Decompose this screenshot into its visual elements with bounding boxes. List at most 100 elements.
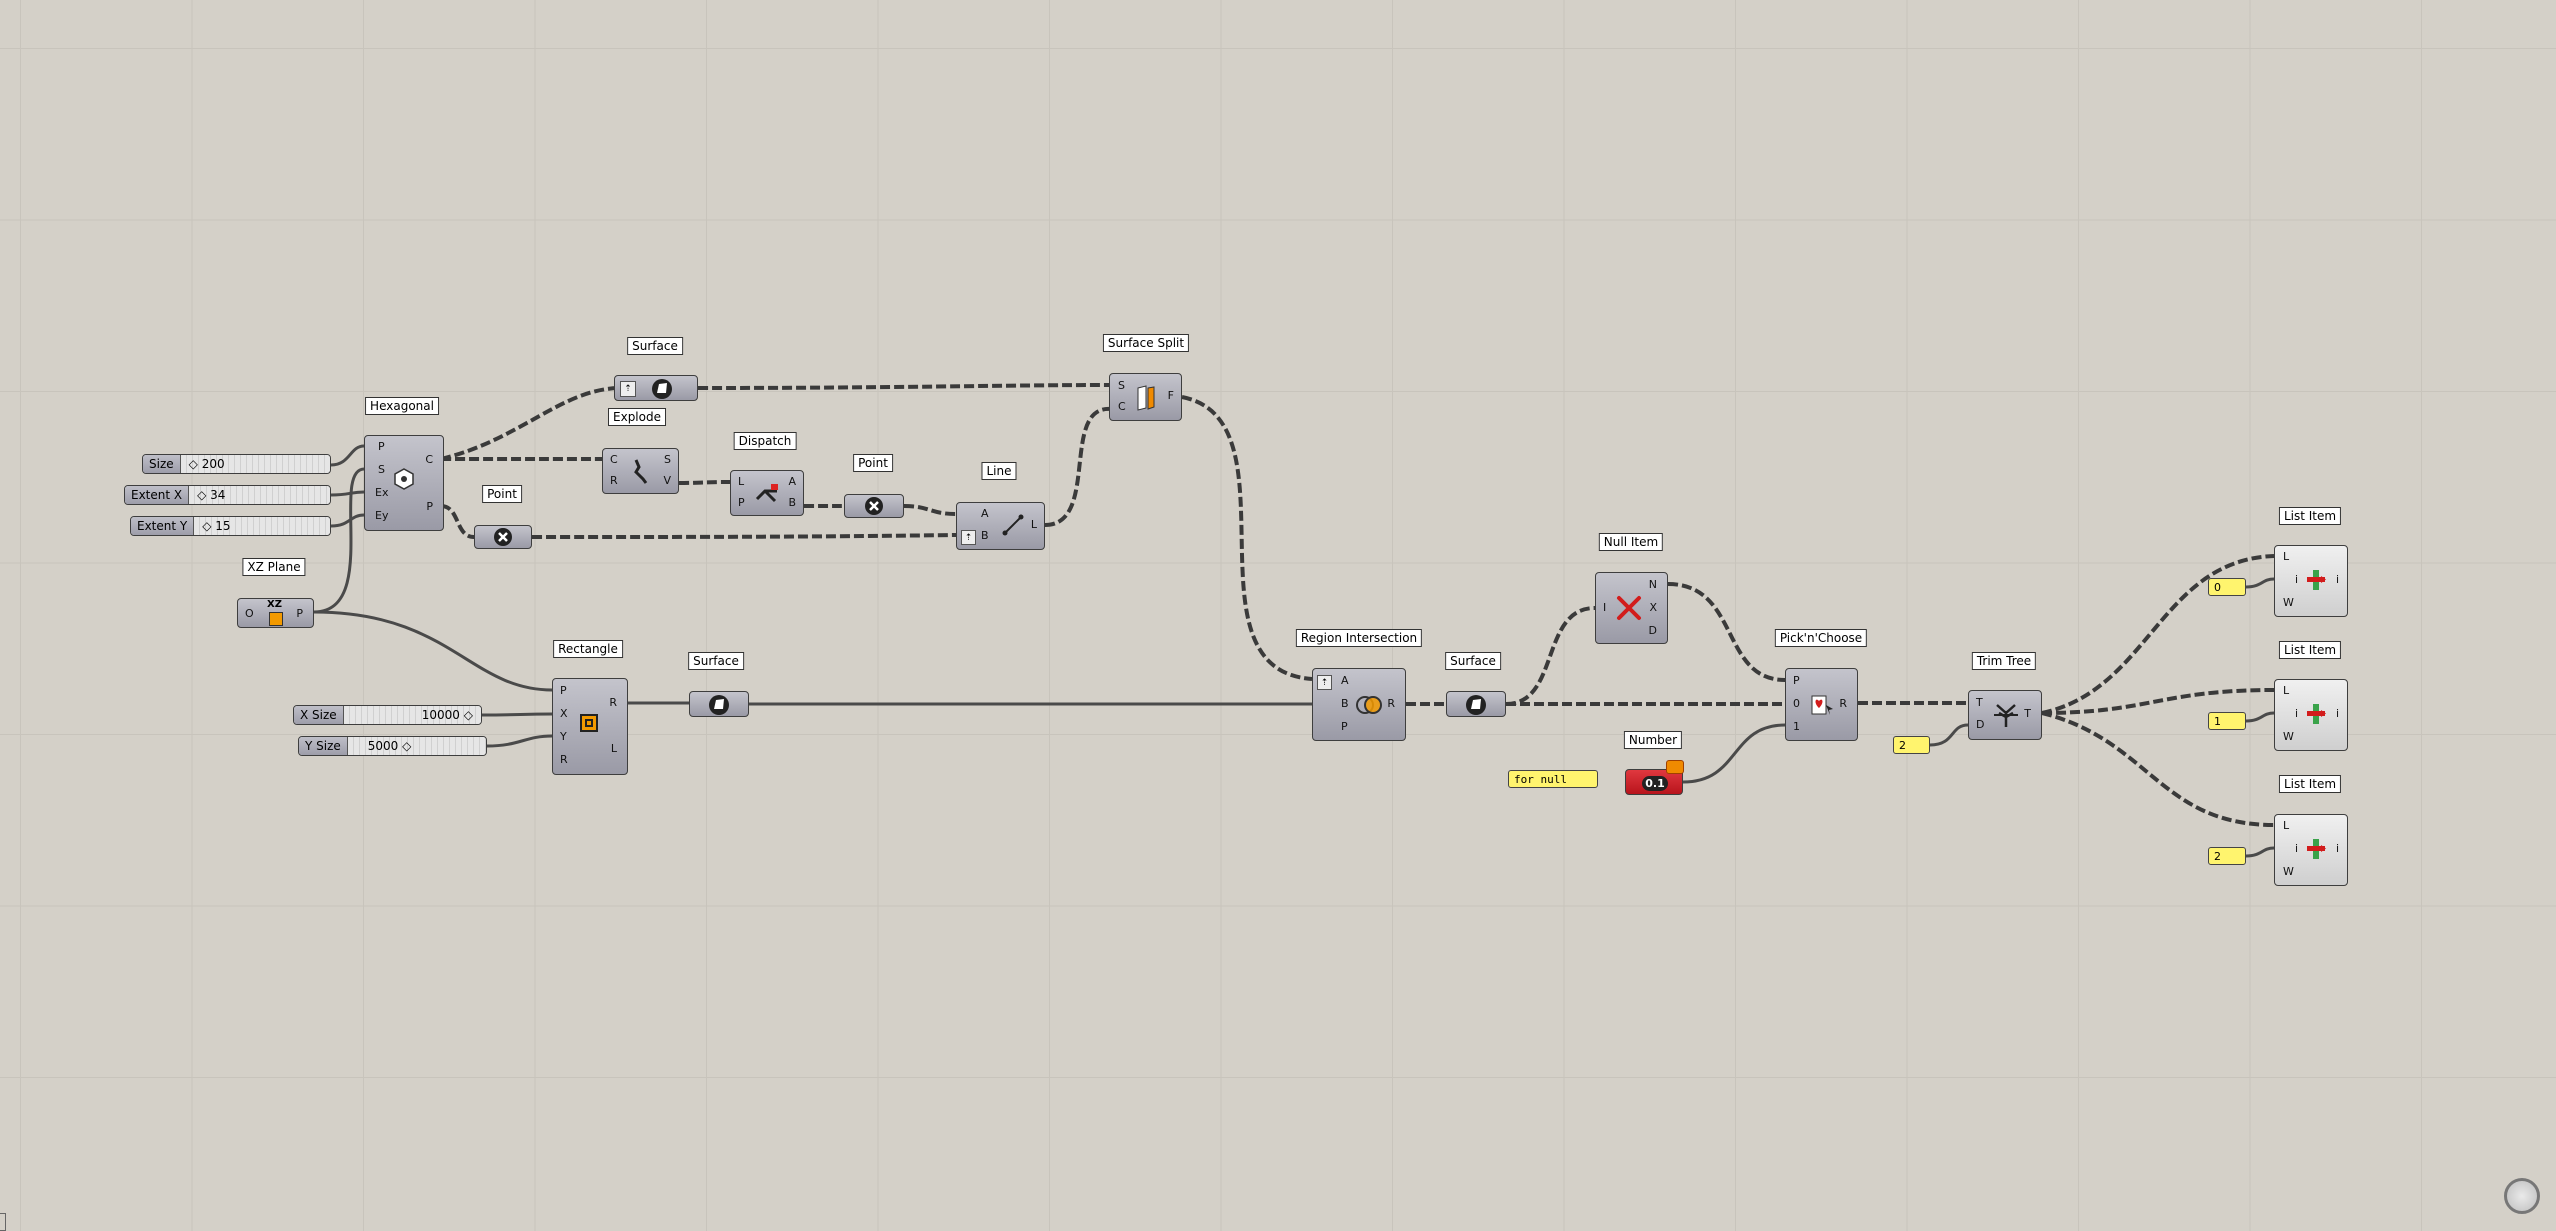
wire-size-to-hex (330, 444, 365, 467)
list-item-2-component[interactable]: L i W i (2274, 679, 2348, 751)
surface-param-right[interactable] (1446, 691, 1506, 717)
input-d[interactable]: D (1976, 718, 1985, 731)
output-t[interactable]: T (2024, 707, 2031, 720)
surface-param-mid[interactable] (689, 691, 749, 717)
hexagonal-component[interactable]: P S Ex Ey C P (364, 435, 444, 531)
input-p[interactable]: P (560, 684, 567, 697)
point-param-left[interactable] (474, 525, 532, 549)
input-y[interactable]: Y (560, 730, 567, 743)
input-r[interactable]: R (610, 474, 618, 487)
input-l[interactable]: L (2283, 684, 2290, 697)
input-i[interactable]: i (2295, 842, 2299, 855)
slider-y-size[interactable]: Y Size 5000 ◇ (298, 736, 487, 756)
output-r[interactable]: R (1387, 697, 1395, 710)
input-p[interactable]: P (1341, 720, 1348, 733)
slider-grip-icon[interactable]: ◇ (202, 519, 216, 533)
wire-point-to-line (903, 504, 957, 516)
output-x[interactable]: X (1649, 601, 1657, 614)
region-intersection-icon (1355, 691, 1383, 719)
input-i[interactable]: i (2295, 573, 2299, 586)
slider-x-size-label: X Size (294, 706, 344, 724)
panel-trim-depth[interactable]: 2 (1893, 736, 1930, 754)
trim-tree-component[interactable]: T D T (1968, 690, 2042, 740)
output-f[interactable]: F (1167, 389, 1174, 402)
input-x[interactable]: X (560, 707, 568, 720)
slider-extent-x[interactable]: Extent X ◇ 34 (124, 485, 331, 505)
input-ey[interactable]: Ey (375, 509, 389, 522)
input-a[interactable]: A (981, 507, 989, 520)
output-i[interactable]: i (2335, 707, 2339, 720)
panel-index-1[interactable]: 1 (2208, 712, 2246, 730)
output-p[interactable]: P (426, 500, 433, 513)
input-l[interactable]: L (2283, 819, 2290, 832)
output-d[interactable]: D (1648, 624, 1657, 637)
output-i[interactable]: i (2335, 573, 2339, 586)
output-b[interactable]: B (788, 496, 796, 509)
output-p[interactable]: P (296, 607, 303, 620)
input-0[interactable]: 0 (1793, 697, 1800, 710)
panel-index-2[interactable]: 2 (2208, 847, 2246, 865)
output-v[interactable]: V (663, 474, 671, 487)
input-o[interactable]: O (245, 607, 254, 620)
explode-component[interactable]: C R S V (602, 448, 679, 494)
wire-xzplane-to-hex (313, 467, 365, 614)
wire-trim-to-li3 (2041, 711, 2275, 827)
wire-surface-to-split (697, 383, 1112, 390)
output-n[interactable]: N (1648, 578, 1657, 591)
panel-for-null[interactable]: for null (1508, 770, 1598, 788)
input-w[interactable]: W (2283, 596, 2294, 609)
slider-size[interactable]: Size ◇ 200 (142, 454, 331, 474)
slider-x-size[interactable]: X Size 10000 ◇ (293, 705, 482, 725)
output-c[interactable]: C (425, 453, 433, 466)
input-i[interactable]: I (1603, 601, 1607, 614)
input-w[interactable]: W (2283, 865, 2294, 878)
list-item-1-component[interactable]: L i W i (2274, 545, 2348, 617)
input-b[interactable]: B (1341, 697, 1349, 710)
output-s[interactable]: S (664, 453, 671, 466)
output-r[interactable]: R (1839, 697, 1847, 710)
input-w[interactable]: W (2283, 730, 2294, 743)
input-l[interactable]: L (738, 475, 745, 488)
input-c[interactable]: C (610, 453, 618, 466)
input-s[interactable]: S (1118, 379, 1125, 392)
slider-grip-icon[interactable]: ◇ (197, 488, 211, 502)
input-l[interactable]: L (2283, 550, 2290, 563)
input-a[interactable]: A (1341, 674, 1349, 687)
input-p[interactable]: P (378, 440, 385, 453)
rectangle-component[interactable]: P X Y R R L (552, 678, 628, 775)
input-p[interactable]: P (738, 496, 745, 509)
slider-grip-icon[interactable]: ◇ (459, 708, 473, 722)
input-t[interactable]: T (1976, 696, 1983, 709)
pick-n-choose-component[interactable]: P 0 1 R (1785, 668, 1858, 741)
slider-grip-icon[interactable]: ◇ (188, 457, 202, 471)
surface-param-top[interactable]: ⇡ (614, 375, 698, 401)
input-r[interactable]: R (560, 753, 568, 766)
dispatch-component[interactable]: L P A B (730, 470, 804, 516)
panel-index-0[interactable]: 0 (2208, 578, 2246, 596)
point-param-mid[interactable] (844, 494, 904, 518)
surface-split-component[interactable]: S C F (1109, 373, 1182, 421)
canvas-compass-icon[interactable] (2504, 1178, 2540, 1214)
input-p[interactable]: P (1793, 674, 1800, 687)
input-s[interactable]: S (378, 463, 385, 476)
input-b[interactable]: B (981, 529, 989, 542)
output-i[interactable]: i (2335, 842, 2339, 855)
output-l[interactable]: L (1030, 518, 1037, 531)
surface-icon (1465, 694, 1487, 716)
output-l[interactable]: L (610, 742, 617, 755)
slider-grip-icon[interactable]: ◇ (398, 739, 412, 753)
number-param[interactable]: 0.1 (1625, 760, 1684, 795)
input-c[interactable]: C (1118, 400, 1126, 413)
output-a[interactable]: A (788, 475, 796, 488)
line-component[interactable]: A ⇡ B L (956, 502, 1045, 550)
slider-extent-y[interactable]: Extent Y ◇ 15 (130, 516, 331, 536)
hexagonal-label: Hexagonal (365, 397, 439, 415)
output-r[interactable]: R (609, 696, 617, 709)
input-i[interactable]: i (2295, 707, 2299, 720)
input-ex[interactable]: Ex (375, 486, 389, 499)
input-1[interactable]: 1 (1793, 720, 1800, 733)
list-item-3-component[interactable]: L i W i (2274, 814, 2348, 886)
xz-plane-component[interactable]: O P XZ (237, 598, 314, 628)
null-item-component[interactable]: I N X D (1595, 572, 1668, 644)
region-intersection-component[interactable]: ⇡ A B P R (1312, 668, 1406, 741)
